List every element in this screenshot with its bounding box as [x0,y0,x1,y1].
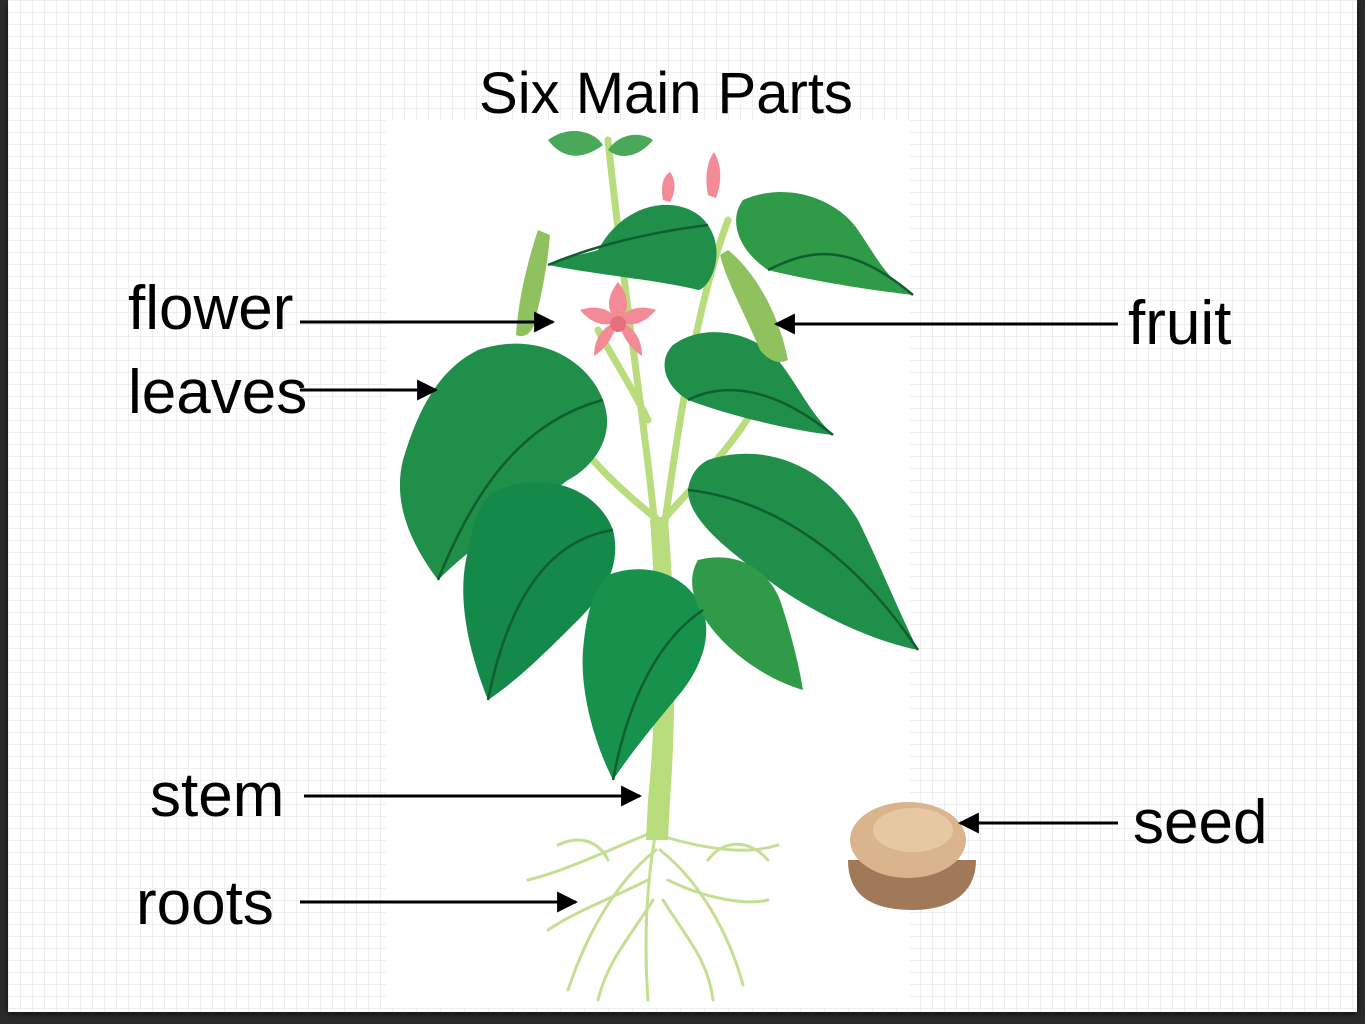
label-flower: flower [128,274,294,343]
leaf [548,204,717,290]
leaf [548,130,603,156]
label-seed: seed [1133,788,1268,857]
leaf [399,343,608,580]
seed-illustration [848,802,976,910]
fruit-pod [516,230,550,337]
pointer-arrows [300,311,1118,913]
label-leaves: leaves [128,358,308,427]
slide-title: Six Main Parts [479,61,853,126]
fruit-illustration [516,230,788,362]
flower-buds [661,152,721,202]
fruit-pod [720,250,788,362]
leaf [608,134,653,156]
leaf [582,569,707,780]
leaf [664,332,833,435]
leaf [692,557,803,690]
plant-diagram [300,130,1118,1002]
leaves-illustration [399,130,920,781]
leaf [736,191,913,295]
label-fruit: fruit [1128,289,1232,358]
roots-illustration [526,818,780,1002]
label-roots: roots [136,869,274,938]
label-stem: stem [150,761,285,830]
slide: Six Main Parts flower leaves stem roots … [8,0,1357,1012]
flower-illustration [580,282,656,356]
